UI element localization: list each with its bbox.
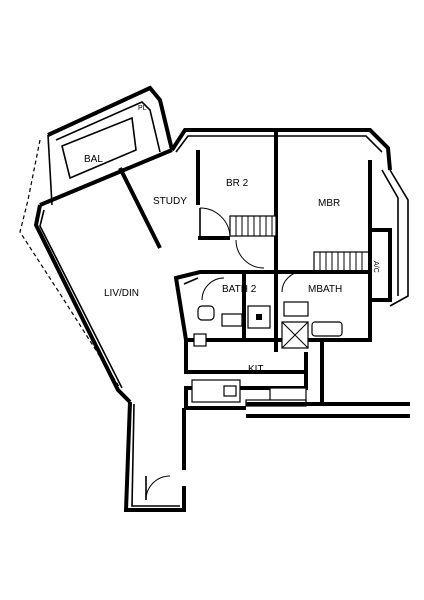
bedroom-top-wall bbox=[170, 128, 392, 171]
front-wall bbox=[39, 148, 173, 207]
entry-walls bbox=[123, 401, 186, 512]
ledge-dashed-outline bbox=[19, 139, 121, 389]
bath2-door-swing bbox=[201, 277, 225, 301]
label-ac: A/C bbox=[372, 261, 379, 273]
entry-door-swing bbox=[145, 475, 171, 501]
label-bal: BAL bbox=[84, 154, 103, 165]
living-exterior-wall bbox=[33, 204, 132, 404]
br2-door-swing bbox=[199, 207, 231, 237]
label-kit: KIT bbox=[248, 364, 264, 375]
br2-wardrobe bbox=[229, 215, 277, 237]
label-mbath: MBATH bbox=[308, 284, 342, 295]
label-study: STUDY bbox=[153, 196, 187, 207]
bay-window-right bbox=[368, 160, 409, 307]
mbath-fixtures bbox=[281, 301, 343, 349]
balcony bbox=[47, 85, 174, 206]
br2-lower-door-swing bbox=[235, 239, 265, 269]
study-partition bbox=[118, 167, 162, 249]
label-mbr: MBR bbox=[318, 198, 340, 209]
label-bath2: BATH 2 bbox=[222, 284, 257, 295]
label-br2: BR 2 bbox=[226, 178, 249, 189]
bath2-fixtures bbox=[193, 305, 271, 347]
label-pl: PL bbox=[138, 105, 147, 112]
label-livdin: LIV/DIN bbox=[104, 288, 139, 299]
mbr-wardrobe bbox=[313, 251, 371, 273]
corridor-lines bbox=[246, 402, 410, 418]
mbath-door-swing bbox=[281, 271, 303, 293]
